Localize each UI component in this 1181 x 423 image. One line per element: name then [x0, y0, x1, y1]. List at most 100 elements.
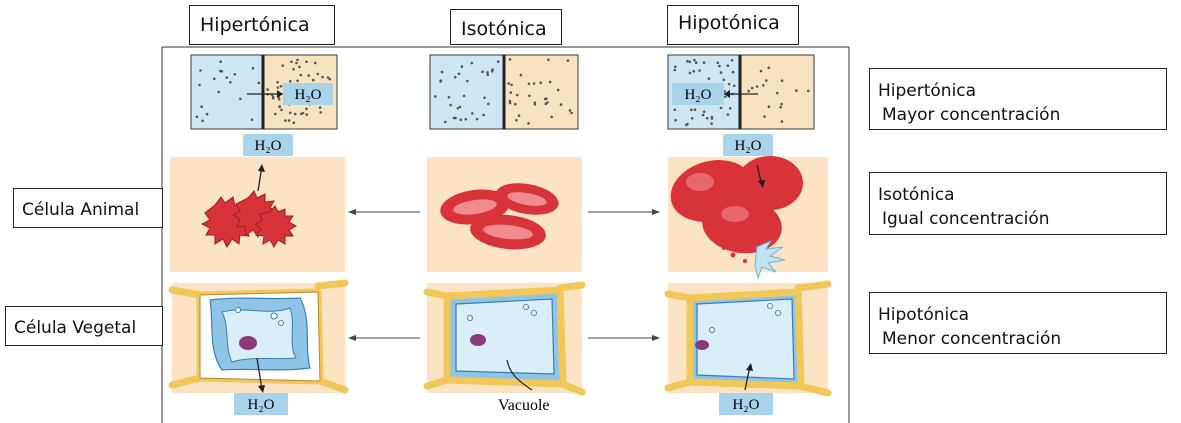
solute-dot: [528, 95, 531, 98]
solute-dot: [708, 77, 711, 80]
solute-dot: [219, 60, 222, 63]
solute-dot: [689, 72, 692, 75]
solute-dot: [762, 84, 765, 87]
solute-dot: [461, 65, 464, 68]
solute-dot: [298, 66, 301, 69]
normal-plant-cell: [427, 285, 582, 392]
plasmolyzed-plant-cell: [172, 283, 345, 390]
solute-dot: [293, 121, 296, 124]
solute-dot: [560, 103, 563, 106]
solute-dot: [234, 73, 237, 76]
solute-dot: [698, 69, 701, 72]
solute-dot: [710, 122, 713, 125]
label-celula-animal: Célula Animal: [13, 188, 163, 228]
solute-dot: [288, 119, 291, 122]
solute-dot: [711, 116, 714, 119]
solute-dot: [294, 113, 297, 116]
solute-dot: [733, 85, 736, 88]
solute-dot: [444, 121, 447, 124]
solute-dot: [569, 109, 572, 112]
solute-dot: [280, 109, 283, 112]
solute-dot: [747, 90, 750, 93]
solute-dot: [685, 124, 688, 127]
legend-hipotonica: Hipotónica Menor concentración: [869, 292, 1167, 354]
solute-dot: [780, 103, 783, 106]
solute-dot: [693, 59, 696, 62]
solution-isotonica: [430, 55, 578, 129]
solute-dot: [278, 105, 281, 108]
solute-dot: [781, 120, 784, 123]
legend-hipertonica-title: Hipertónica: [878, 81, 976, 101]
solute-dot: [767, 67, 770, 70]
solute-dot: [312, 79, 315, 82]
water-label-plant-hiper: H₂O: [248, 397, 275, 413]
solute-dot: [776, 92, 779, 95]
solute-dot: [717, 62, 720, 65]
solute-dot: [781, 79, 784, 82]
solute-dot: [314, 62, 317, 65]
solute-dot: [720, 71, 723, 74]
solute-dot: [509, 58, 512, 61]
solute-dot: [534, 103, 537, 106]
solute-dot: [731, 59, 734, 62]
water-label-plant-hipo: H₂O: [733, 397, 760, 413]
solute-dot: [278, 98, 281, 101]
solute-dot: [549, 81, 552, 84]
solute-dot: [282, 64, 285, 67]
solute-dot: [491, 70, 494, 73]
solute-dot: [487, 74, 490, 77]
solute-dot: [703, 61, 706, 64]
solute-dot: [486, 71, 489, 74]
solute-dot: [274, 113, 277, 116]
solute-dot: [305, 61, 308, 64]
solute-dot: [481, 70, 484, 73]
solute-dot: [673, 109, 676, 112]
solute-dot: [459, 106, 462, 109]
solute-dot: [319, 106, 322, 109]
solute-dot: [515, 119, 518, 122]
solute-dot: [728, 83, 731, 86]
solute-dot: [277, 86, 280, 89]
solute-dot: [765, 79, 768, 82]
solute-dot: [317, 73, 320, 76]
label-celula-vegetal-text: Célula Vegetal: [14, 318, 136, 338]
solute-dot: [258, 82, 261, 85]
solute-dot: [441, 71, 444, 74]
solute-dot: [296, 59, 299, 62]
solute-dot: [457, 107, 460, 110]
solute-dot: [448, 96, 451, 99]
solute-dot: [305, 113, 308, 116]
legend-hipertonica-desc: Mayor concentración: [878, 103, 1166, 127]
solute-dot: [724, 96, 727, 99]
label-celula-vegetal: Célula Vegetal: [5, 306, 163, 346]
solute-dot: [292, 68, 295, 71]
solute-dot: [729, 107, 732, 110]
solute-dot: [454, 76, 457, 79]
solute-dot: [434, 95, 437, 98]
legend-hipertonica: Hipertónica Mayor concentración: [869, 68, 1167, 130]
solute-dot: [266, 88, 269, 91]
legend-isotonica-title: Isotónica: [878, 185, 955, 205]
solute-dot: [482, 114, 485, 117]
water-label-hipo: H₂O: [735, 138, 762, 154]
solute-dot: [727, 64, 730, 67]
solute-dot: [695, 61, 698, 64]
solute-dot: [539, 81, 542, 84]
solute-dot: [763, 115, 766, 118]
solute-dot: [545, 103, 548, 106]
solute-dot: [520, 74, 523, 77]
solute-dot: [471, 62, 474, 65]
vacuole-label: Vacuole: [498, 397, 550, 414]
solute-dot: [510, 91, 513, 94]
solute-dot: [217, 91, 220, 94]
solute-dot: [471, 112, 474, 115]
solute-dot: [300, 74, 303, 77]
solute-dot: [779, 106, 782, 109]
solute-dot: [706, 117, 709, 120]
label-celula-animal-text: Célula Animal: [22, 200, 139, 220]
solute-dot: [703, 111, 706, 114]
solute-dot: [544, 98, 547, 101]
water-label-hipo-beaker: H₂O: [685, 87, 712, 103]
solute-dot: [276, 81, 279, 84]
solute-dot: [533, 82, 536, 85]
